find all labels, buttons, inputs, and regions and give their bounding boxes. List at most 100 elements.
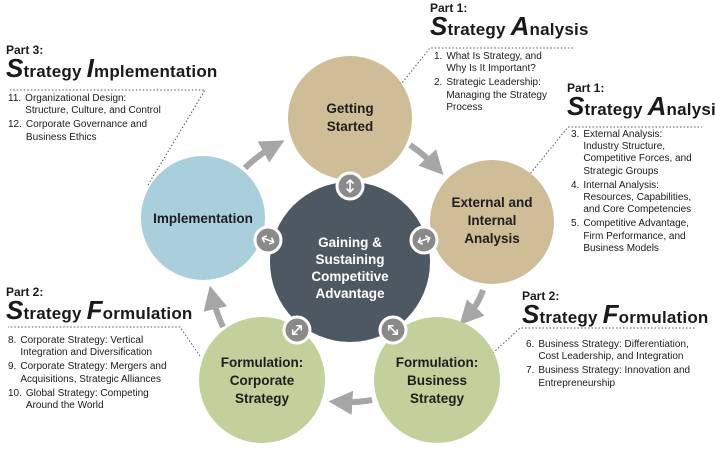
item-number: 7. <box>526 365 535 377</box>
title-initial: F <box>602 299 619 329</box>
node-circle <box>374 317 500 443</box>
double-arrow-icon <box>346 179 354 193</box>
title-text: trategy <box>539 308 603 327</box>
title-text: nalysis <box>529 20 589 39</box>
title-text: nalysis <box>666 100 715 119</box>
panel-title: Strategy Implementation <box>6 55 218 83</box>
list-item: 9.Corporate Strategy: Mergers and Acquis… <box>8 361 173 385</box>
arrow-business-to-corporate <box>328 390 373 415</box>
item-number: 9. <box>8 361 17 373</box>
panel-part-label: Part 2: <box>522 289 560 303</box>
node-implementation: Implementation <box>141 156 265 280</box>
panel-part-label: Part 1: <box>567 81 605 95</box>
chapter-list: 11.Organizational Design: Structure, Cul… <box>8 93 168 144</box>
item-text: Organizational Design: Structure, Cultur… <box>25 93 161 117</box>
chapter-list: 8.Corporate Strategy: Vertical Integrati… <box>8 335 173 412</box>
list-item: 3.External Analysis: Industry Structure,… <box>571 129 699 178</box>
connector-badge-top <box>335 171 365 201</box>
double-arrow-icon <box>291 324 303 336</box>
double-arrow-icon <box>261 235 275 245</box>
list-item: 8.Corporate Strategy: Vertical Integrati… <box>8 335 173 359</box>
title-text: trategy <box>23 62 87 81</box>
panel-analysis-right: Part 1: Strategy Analysis 3.External Ana… <box>567 81 715 257</box>
item-text: Business Strategy: Innovation and Entrep… <box>538 365 691 389</box>
chapter-list: 1.What Is Strategy, and Why Is It Import… <box>434 51 552 114</box>
node-circle <box>141 156 265 280</box>
node-label-line: Business <box>407 373 467 388</box>
title-initial: I <box>86 53 94 83</box>
arrow-external-to-business <box>459 288 486 326</box>
arrow-corporate-to-implementation <box>203 285 227 329</box>
node-label-line: Strategy <box>235 391 290 406</box>
leader-line-implementation-left <box>8 89 206 186</box>
title-text: ormulation <box>618 308 709 327</box>
panel-part-label: Part 3: <box>6 43 44 57</box>
node-label-line: External and <box>451 195 532 210</box>
panel-title: Strategy Analysis <box>567 93 715 121</box>
title-initial: F <box>86 295 103 325</box>
item-text: Internal Analysis: Resources, Capabiliti… <box>583 179 692 216</box>
node-formulation-business: Formulation: Business Strategy <box>374 317 500 443</box>
item-text: External Analysis: Industry Structure, C… <box>583 129 692 177</box>
connector-badge-right <box>409 225 439 255</box>
panel-title: Strategy Formulation <box>6 297 192 325</box>
list-item: 1.What Is Strategy, and Why Is It Import… <box>434 51 552 75</box>
item-number: 10. <box>8 387 22 399</box>
title-text: trategy <box>23 304 87 323</box>
double-arrow-icon <box>417 235 431 245</box>
node-getting-started: Getting Started <box>288 56 412 180</box>
panel-title: Strategy Formulation <box>522 301 709 329</box>
list-item: 12.Corporate Governance and Business Eth… <box>8 119 168 143</box>
center-label-line: Sustaining <box>315 252 384 267</box>
item-number: 12. <box>8 119 22 131</box>
item-number: 5. <box>571 218 580 230</box>
node-label-line: Implementation <box>153 211 253 226</box>
panel-title: Strategy Analysis <box>430 13 588 41</box>
double-arrow-icon <box>387 324 399 336</box>
connector-badge-bottom-left <box>282 315 312 345</box>
node-label-line: Getting <box>326 101 373 116</box>
item-number: 8. <box>8 335 17 346</box>
panel-implementation-left: Part 3: Strategy Implementation 11.Organ… <box>6 43 218 146</box>
item-text: Corporate Strategy: Mergers and Acquisit… <box>20 361 167 385</box>
item-text: Strategic Leadership: Managing the Strat… <box>446 77 547 113</box>
item-number: 6. <box>526 339 535 350</box>
flow-arrows <box>203 140 486 415</box>
node-label-line: Started <box>327 119 374 134</box>
title-text: trategy <box>584 100 648 119</box>
node-label-line: Formulation: <box>396 355 479 370</box>
arrow-implementation-to-started <box>242 140 285 171</box>
item-text: What Is Strategy, and Why Is It Importan… <box>446 51 542 75</box>
node-circle <box>430 160 554 284</box>
title-text: mplementation <box>94 62 218 81</box>
list-item: 6.Business Strategy: Differentiation, Co… <box>526 339 696 363</box>
node-label-line: Corporate <box>230 373 295 388</box>
node-circle <box>288 56 412 180</box>
panel-part-label: Part 1: <box>430 1 468 15</box>
node-formulation-corporate: Formulation: Corporate Strategy <box>199 317 325 443</box>
list-item: 2.Strategic Leadership: Managing the Str… <box>434 77 552 114</box>
item-number: 1. <box>434 51 443 62</box>
node-label-line: Strategy <box>410 391 465 406</box>
title-initial: A <box>510 11 530 41</box>
item-number: 4. <box>571 179 580 191</box>
title-text: trategy <box>447 20 511 39</box>
chapter-list: 6.Business Strategy: Differentiation, Co… <box>526 339 696 390</box>
item-number: 11. <box>8 93 22 104</box>
panel-analysis-top: Part 1: Strategy Analysis 1.What Is Stra… <box>430 1 588 116</box>
list-item: 5.Competitive Advantage, Firm Performanc… <box>571 218 699 255</box>
node-circle <box>199 317 325 443</box>
item-text: Business Strategy: Differentiation, Cost… <box>538 339 689 363</box>
panel-formulation-right: Part 2: Strategy Formulation 6.Business … <box>522 289 709 392</box>
item-text: Corporate Governance and Business Ethics <box>25 119 148 143</box>
title-initial: S <box>567 91 585 121</box>
node-external-internal-analysis: External and Internal Analysis <box>430 160 554 284</box>
center-label-line: Advantage <box>315 286 385 301</box>
item-text: Competitive Advantage, Firm Performance,… <box>583 218 689 254</box>
panel-formulation-left: Part 2: Strategy Formulation 8.Corporate… <box>6 286 192 414</box>
center-label-line: Gaining & <box>318 235 382 250</box>
node-label-line: Internal <box>468 213 517 228</box>
chapter-list: 3.External Analysis: Industry Structure,… <box>571 129 699 255</box>
item-text: Corporate Strategy: Vertical Integration… <box>20 335 153 359</box>
